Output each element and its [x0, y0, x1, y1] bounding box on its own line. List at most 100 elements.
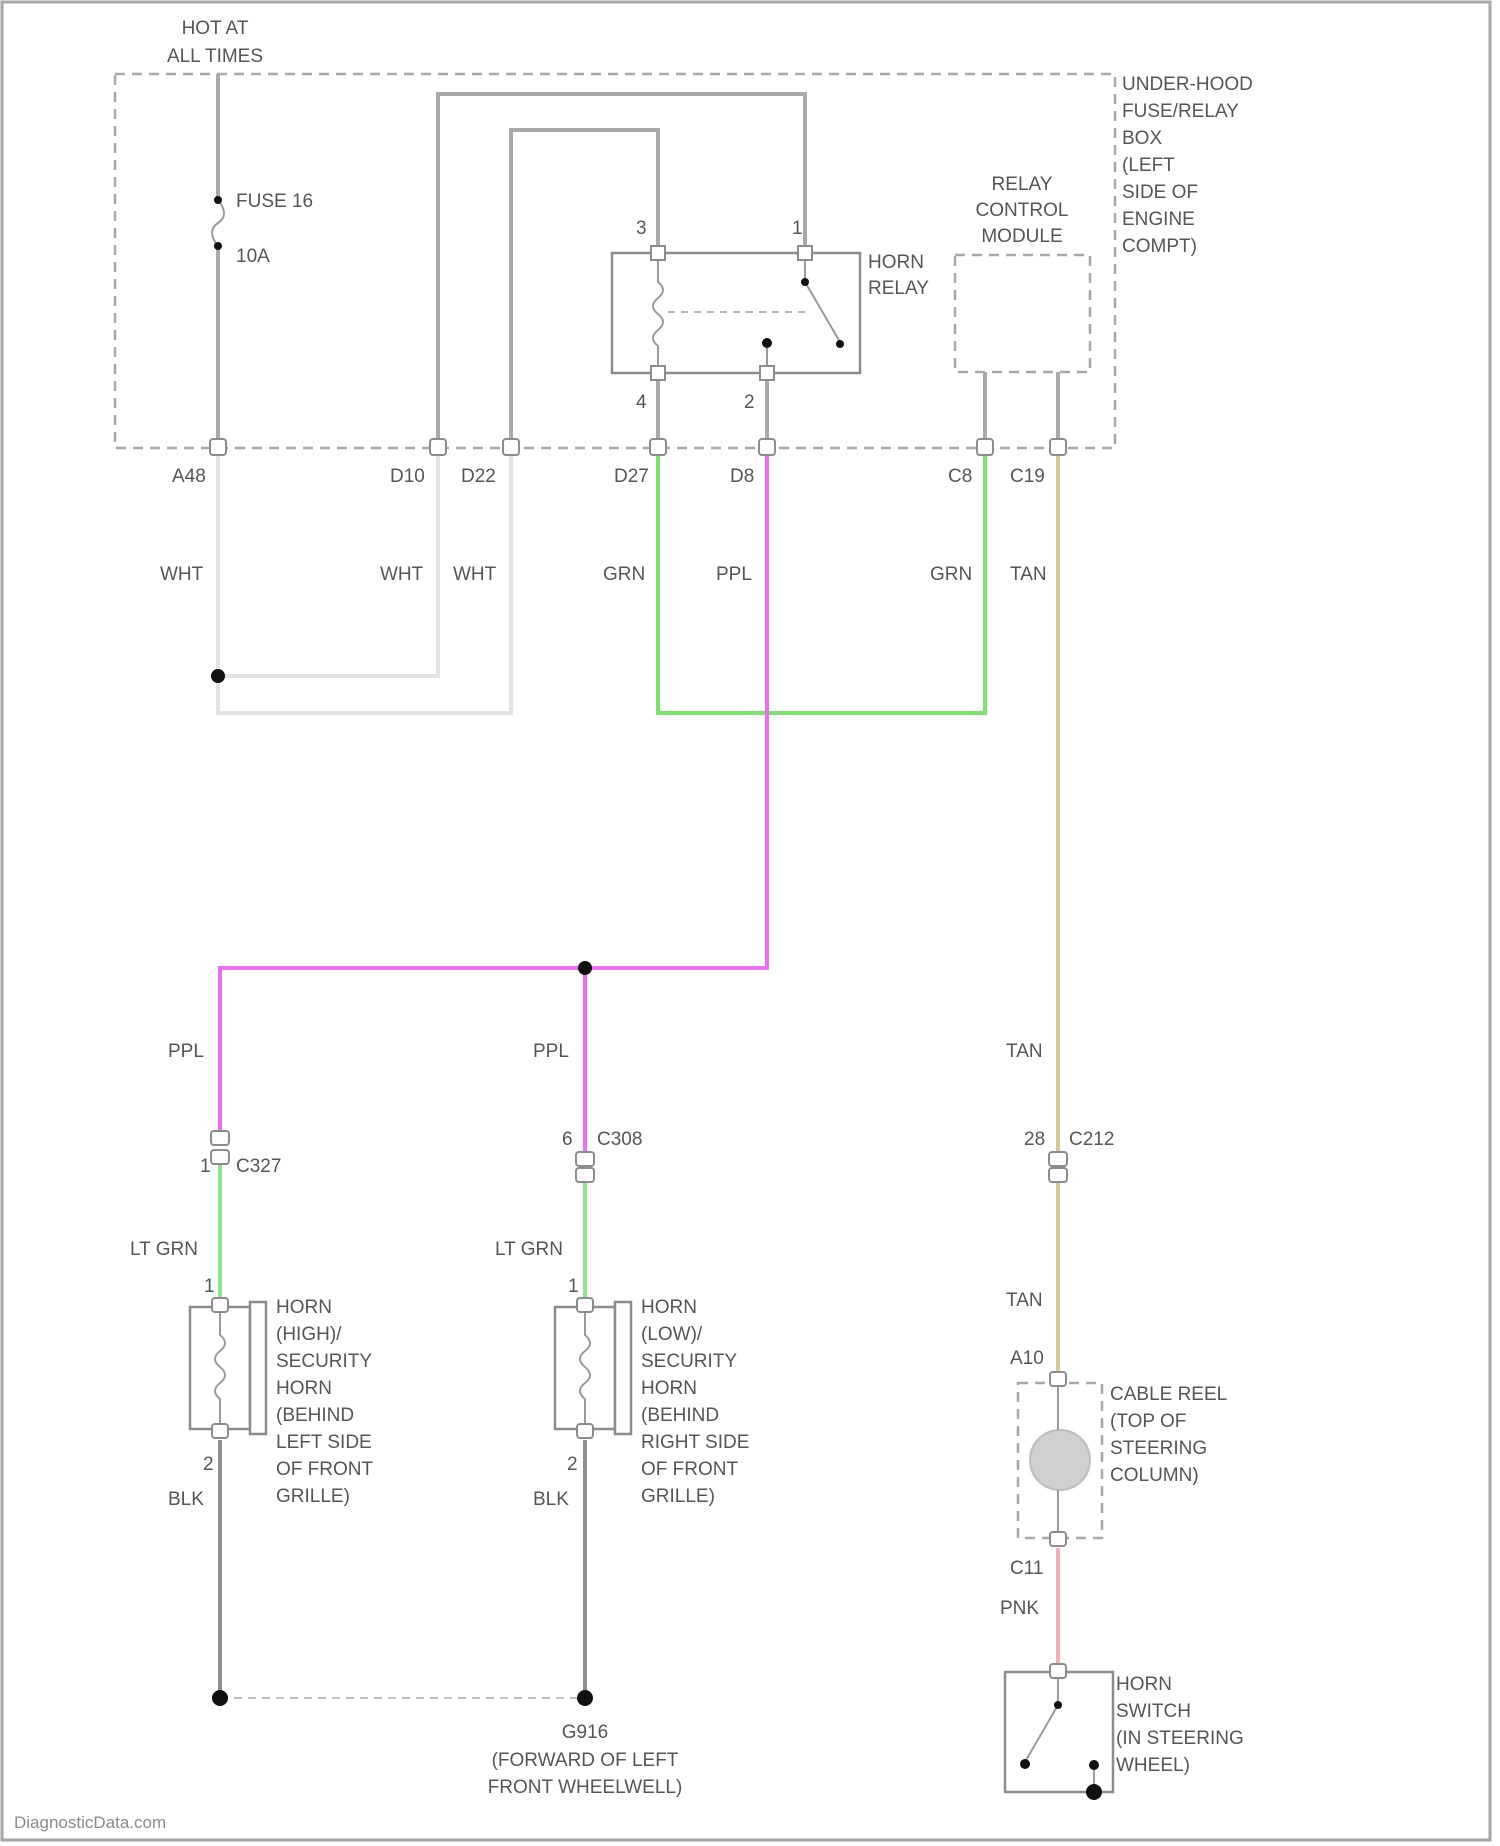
connector-c308-pin: 6: [562, 1129, 573, 1150]
horn-switch-contact-2: [1089, 1760, 1099, 1770]
connector-label-c19: C19: [1010, 466, 1045, 487]
cable-reel: A10 C11 CABLE REEL (TOP OF STEERING COLU…: [1010, 1348, 1227, 1579]
wire-label-wht-a48: WHT: [160, 564, 204, 585]
cable-reel-label-line: STEERING: [1110, 1438, 1207, 1459]
horn-low-label-line: OF FRONT: [641, 1459, 738, 1480]
wire-label-wht-d10: WHT: [380, 564, 424, 585]
ground-desc-line: (FORWARD OF LEFT: [492, 1750, 679, 1771]
hot-label-line2: ALL TIMES: [167, 46, 263, 67]
connector-c19: [1050, 439, 1066, 455]
horn-switch-ground: [1086, 1784, 1102, 1800]
horn-high-pin-2: [212, 1424, 228, 1438]
horn-low-label-line: HORN: [641, 1297, 697, 1318]
horn-low-label-line: HORN: [641, 1378, 697, 1399]
cable-reel-spool: [1030, 1430, 1090, 1490]
horn-relay-pin-1: [798, 246, 812, 260]
connector-label-a48: A48: [172, 466, 206, 487]
wire-label-grn-d27: GRN: [603, 564, 645, 585]
connector-d22: [503, 439, 519, 455]
connector-c327-pin: 1: [200, 1156, 211, 1177]
fuse-box-label-line: (LEFT: [1122, 155, 1175, 176]
horn-high: 1 2 HORN (HIGH)/ SECURITY HORN (BEHIND L…: [190, 1276, 373, 1507]
connector-c327-bottom: [211, 1150, 229, 1164]
connector-c308-bottom: [576, 1168, 594, 1182]
connector-c8: [977, 439, 993, 455]
horn-relay-label-line: RELAY: [868, 278, 929, 299]
horn-high-label-line: GRILLE): [276, 1486, 350, 1507]
horn-high-diaphragm: [250, 1302, 266, 1434]
wire-label-grn-c8: GRN: [930, 564, 972, 585]
horn-relay-label-line: HORN: [868, 252, 924, 273]
ppl-wire-trunk: [220, 455, 767, 1133]
connector-label-d22: D22: [461, 466, 496, 487]
watermark: DiagnosticData.com: [14, 1813, 166, 1832]
horn-low-pin-1: [577, 1298, 593, 1312]
fuse-element: [212, 200, 224, 246]
connector-a48: [210, 439, 226, 455]
connector-c327-label: C327: [236, 1156, 281, 1177]
ground-point-left: [212, 1690, 228, 1706]
wire-label-ppl-left: PPL: [168, 1041, 204, 1062]
connector-c212-pin: 28: [1024, 1129, 1045, 1150]
horn-relay-pin-2: [760, 366, 774, 380]
horn-switch: HORN SWITCH (IN STEERING WHEEL): [1005, 1664, 1244, 1800]
horn-relay-contact: [762, 338, 772, 348]
horn-low-label-line: (LOW)/: [641, 1324, 703, 1345]
fuse-terminal-bottom: [214, 242, 222, 250]
wire-label-tan-c19: TAN: [1010, 564, 1047, 585]
relay-control-module-body: [955, 255, 1090, 372]
connector-d27: [650, 439, 666, 455]
fuse-box-label: UNDER-HOOD FUSE/RELAY BOX (LEFT SIDE OF …: [1122, 74, 1253, 257]
wire-label-tan-mid: TAN: [1006, 1041, 1043, 1062]
connector-c327-top: [211, 1131, 229, 1145]
horn-low-label-line: (BEHIND: [641, 1405, 719, 1426]
connector-label-d10: D10: [390, 466, 425, 487]
cable-reel-label-line: (TOP OF: [1110, 1411, 1186, 1432]
fuse-box-label-line: FUSE/RELAY: [1122, 101, 1239, 122]
wht-splice: [211, 669, 225, 683]
horn-high-label-line: HORN: [276, 1378, 332, 1399]
cable-reel-connector-c11: C11: [1010, 1558, 1043, 1579]
connector-c212-bottom: [1049, 1168, 1067, 1182]
horn-low-label-line: SECURITY: [641, 1351, 737, 1372]
fuse-box-label-line: BOX: [1122, 128, 1162, 149]
fuse-box-label-line: COMPT): [1122, 236, 1197, 257]
connector-label-c8: C8: [948, 466, 972, 487]
fuse-rating: 10A: [236, 246, 270, 267]
horn-relay-switch-pivot: [801, 278, 809, 286]
connector-d8: [759, 439, 775, 455]
horn-switch-pivot: [1054, 1701, 1062, 1709]
horn-high-label-line: HORN: [276, 1297, 332, 1318]
horn-switch-label-line: (IN STEERING: [1116, 1728, 1244, 1749]
horn-low-pin-2-label: 2: [567, 1454, 578, 1475]
connector-c308-label: C308: [597, 1129, 642, 1150]
horn-relay-pin-3-label: 3: [636, 218, 647, 239]
horn-low-pin-1-label: 1: [568, 1276, 579, 1297]
relay-control-module-label-line: RELAY: [992, 174, 1053, 195]
horn-high-label-line: (BEHIND: [276, 1405, 354, 1426]
horn-switch-contact: [1020, 1759, 1030, 1769]
fuse-box-label-line: SIDE OF: [1122, 182, 1198, 203]
horn-high-pin-1-label: 1: [204, 1276, 215, 1297]
ground-id: G916: [562, 1722, 608, 1743]
relay-control-module: RELAY CONTROL MODULE: [955, 174, 1090, 372]
cable-reel-connector-a10: A10: [1010, 1348, 1044, 1369]
connector-d10: [430, 439, 446, 455]
horn-relay-pin-3: [651, 246, 665, 260]
horn-relay-pin-4: [651, 366, 665, 380]
horn-low-pin-2: [577, 1424, 593, 1438]
horn-low-label-line: RIGHT SIDE: [641, 1432, 749, 1453]
connector-label-d27: D27: [614, 466, 649, 487]
connector-label-d8: D8: [730, 466, 754, 487]
wire-label-blk-mid: BLK: [533, 1489, 569, 1510]
ground-desc-line: FRONT WHEELWELL): [488, 1777, 683, 1798]
connector-c308-top: [576, 1152, 594, 1166]
horn-relay-pin-2-label: 2: [744, 392, 755, 413]
fuse-terminal-top: [214, 196, 222, 204]
horn-switch-label-line: SWITCH: [1116, 1701, 1191, 1722]
wire-label-ltgrn-left: LT GRN: [130, 1239, 198, 1260]
fuse-box-label-line: UNDER-HOOD: [1122, 74, 1253, 95]
cable-reel-label-line: COLUMN): [1110, 1465, 1199, 1486]
wire-label-wht-d22: WHT: [453, 564, 497, 585]
horn-relay-pin-4-label: 4: [636, 392, 647, 413]
